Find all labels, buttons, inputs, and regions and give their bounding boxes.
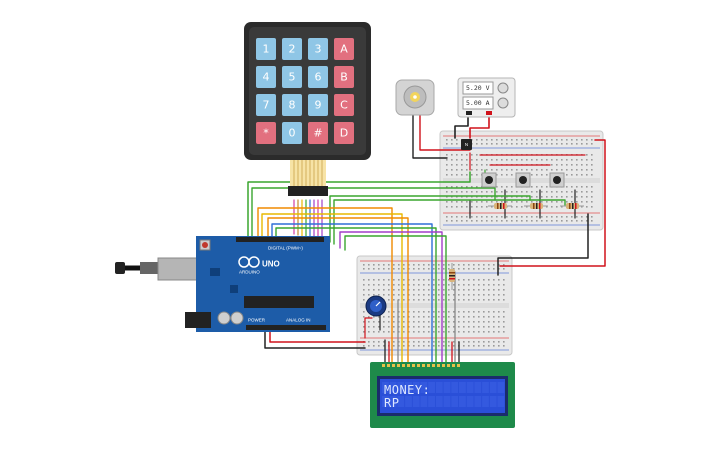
wire-green-3 [329, 195, 531, 243]
potentiometer[interactable] [365, 295, 387, 317]
wire-motor-black [412, 113, 448, 159]
keypad-ribbon [288, 160, 328, 196]
keypad-key-label: # [313, 127, 322, 140]
arduino-analog-header-label: ANALOG IN [286, 318, 311, 323]
keypad-key-label: 8 [289, 99, 296, 112]
voltage-knob-icon [497, 82, 509, 94]
transistor-icon: N [461, 139, 472, 150]
lcd-line-1: MONEY: [384, 383, 430, 397]
dc-motor [395, 79, 435, 116]
resistor-3 [560, 203, 584, 209]
breadboard-bottom[interactable] [356, 255, 513, 356]
breadboard-bottom-holes [363, 264, 505, 347]
push-buttons[interactable] [481, 172, 565, 188]
keypad-key-label: 9 [315, 99, 322, 112]
keypad[interactable]: 1 2 3 A 4 5 6 B 7 8 9 C * 0 # D [244, 22, 371, 196]
keypad-key-0[interactable]: 0 [282, 122, 302, 144]
wire-red-5v [269, 329, 366, 343]
keypad-key-#[interactable]: # [308, 122, 328, 144]
wire-yellow-1 [261, 213, 403, 363]
keypad-key-label: 6 [315, 71, 322, 84]
wire-black-gnd [264, 329, 366, 349]
wire-red-power [469, 112, 490, 139]
resistors [449, 203, 584, 290]
svg-text:N: N [465, 142, 468, 147]
wire-green-4 [333, 199, 566, 245]
keypad-key-label: * [263, 127, 269, 140]
wire-black-power [454, 112, 469, 139]
keypad-key-7[interactable]: 7 [256, 94, 276, 116]
keypad-key-5[interactable]: 5 [282, 66, 302, 88]
push-button-2 [515, 172, 531, 188]
keypad-key-label: D [340, 127, 348, 140]
arduino-power-header-label: POWER [248, 318, 266, 323]
keypad-key-label: A [340, 43, 348, 56]
psu-voltage-readout: 5.20 V [466, 84, 490, 92]
resistor-2 [524, 203, 548, 209]
keypad-key-D[interactable]: D [334, 122, 354, 144]
keypad-key-label: 1 [263, 43, 270, 56]
keypad-key-4[interactable]: 4 [256, 66, 276, 88]
keypad-key-2[interactable]: 2 [282, 38, 302, 60]
lcd-line-2: RP [384, 396, 399, 410]
lcd-display: MONEY: RP [370, 362, 515, 428]
wire-orange-2 [267, 217, 409, 363]
wire-orange-1 [257, 207, 393, 363]
keypad-key-*[interactable]: * [256, 122, 276, 144]
wire-purple-1 [339, 231, 443, 363]
resistor-lcd [449, 263, 455, 290]
wire-green-1 [247, 171, 471, 241]
power-supply[interactable]: 5.20 V 5.00 A [457, 77, 516, 118]
push-button-1 [481, 172, 497, 188]
wire-green-5 [275, 227, 437, 363]
arduino-brand-label: ARDUINO [239, 270, 260, 275]
keypad-key-9[interactable]: 9 [308, 94, 328, 116]
push-button-3 [549, 172, 565, 188]
keypad-key-label: 0 [289, 127, 296, 140]
arduino-uno[interactable]: UNO ARDUINO DIGITAL (PWM~) POWER ANALOG … [115, 236, 330, 332]
current-knob-icon [497, 97, 509, 109]
psu-current-readout: 5.00 A [466, 99, 490, 107]
wire-blue-1 [271, 223, 433, 363]
keypad-key-3[interactable]: 3 [308, 38, 328, 60]
keypad-key-label: 2 [289, 43, 296, 56]
keypad-key-label: 4 [263, 71, 270, 84]
wire-motor-red [419, 113, 471, 151]
keypad-key-label: B [340, 71, 348, 84]
keypad-key-B[interactable]: B [334, 66, 354, 88]
arduino-digital-header-label: DIGITAL (PWM~) [268, 246, 303, 251]
keypad-key-1[interactable]: 1 [256, 38, 276, 60]
wire-black-right [497, 213, 589, 276]
resistor-1 [488, 203, 512, 209]
keypad-key-label: 5 [289, 71, 296, 84]
wire-green-6 [344, 235, 447, 363]
keypad-key-8[interactable]: 8 [282, 94, 302, 116]
arduino-model-label: UNO [262, 260, 280, 269]
wire-green-2 [251, 187, 496, 241]
keypad-key-label: 7 [263, 99, 270, 112]
keypad-key-label: 3 [315, 43, 322, 56]
arduino-logo-icon [238, 256, 260, 268]
keypad-key-A[interactable]: A [334, 38, 354, 60]
keypad-key-label: C [340, 99, 348, 112]
keypad-key-6[interactable]: 6 [308, 66, 328, 88]
wire-red-right [499, 139, 606, 267]
keypad-key-C[interactable]: C [334, 94, 354, 116]
